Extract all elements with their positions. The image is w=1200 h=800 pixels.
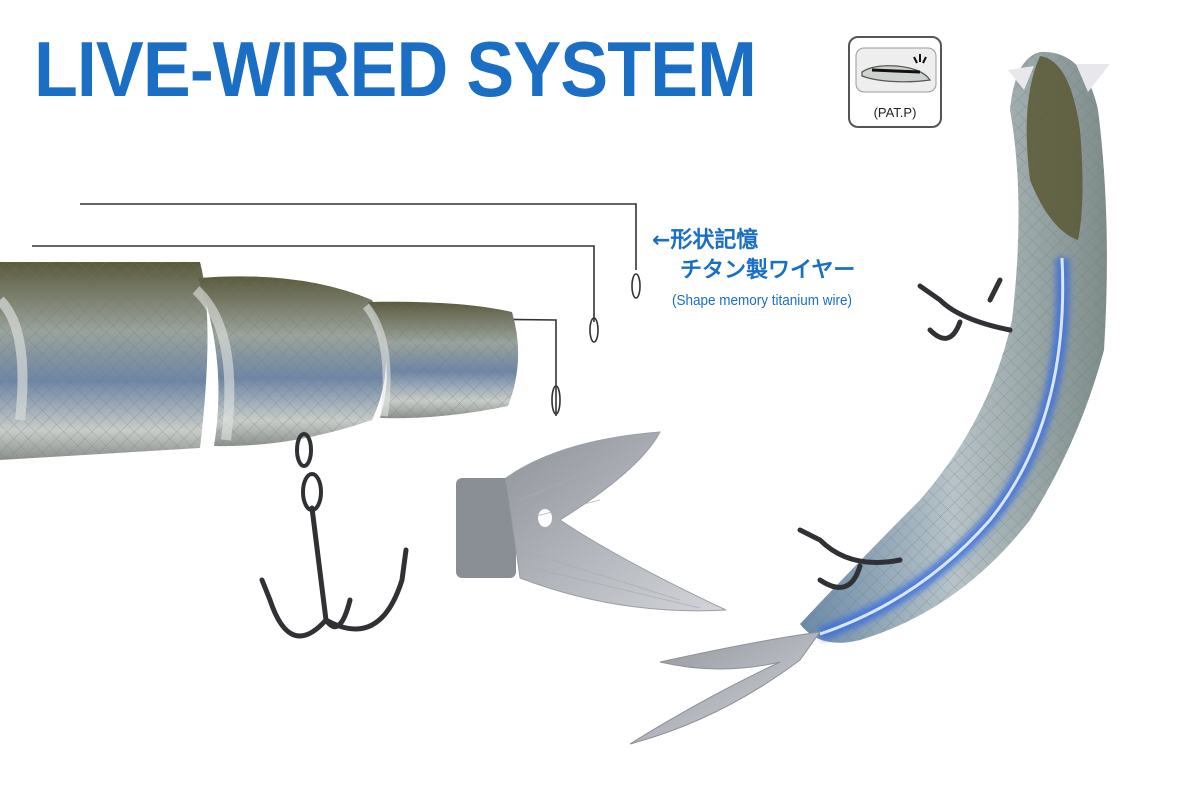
- patent-label: (PAT.P): [873, 105, 917, 120]
- callout-line-1: ←形状記憶: [652, 228, 759, 253]
- wire-top: [80, 203, 637, 270]
- treble-hook-left: [259, 432, 409, 639]
- treble-hooks-right: [797, 277, 1013, 590]
- callout-line-2: チタン製ワイヤー: [680, 258, 856, 283]
- lure-wire-icon: [855, 47, 937, 93]
- wire-callout: ←形状記憶 チタン製ワイヤー (Shape memory titanium wi…: [652, 226, 872, 309]
- lure-body-right: [800, 51, 1110, 643]
- lure-body-left: [0, 262, 519, 460]
- callout-english: (Shape memory titanium wire): [672, 292, 853, 309]
- wire-middle: [32, 245, 595, 322]
- page-title: LIVE-WIRED SYSTEM: [34, 25, 757, 113]
- lure-tail-right: [629, 631, 822, 745]
- patent-badge: (PAT.P): [848, 36, 942, 128]
- spare-tail-fin: [456, 431, 727, 612]
